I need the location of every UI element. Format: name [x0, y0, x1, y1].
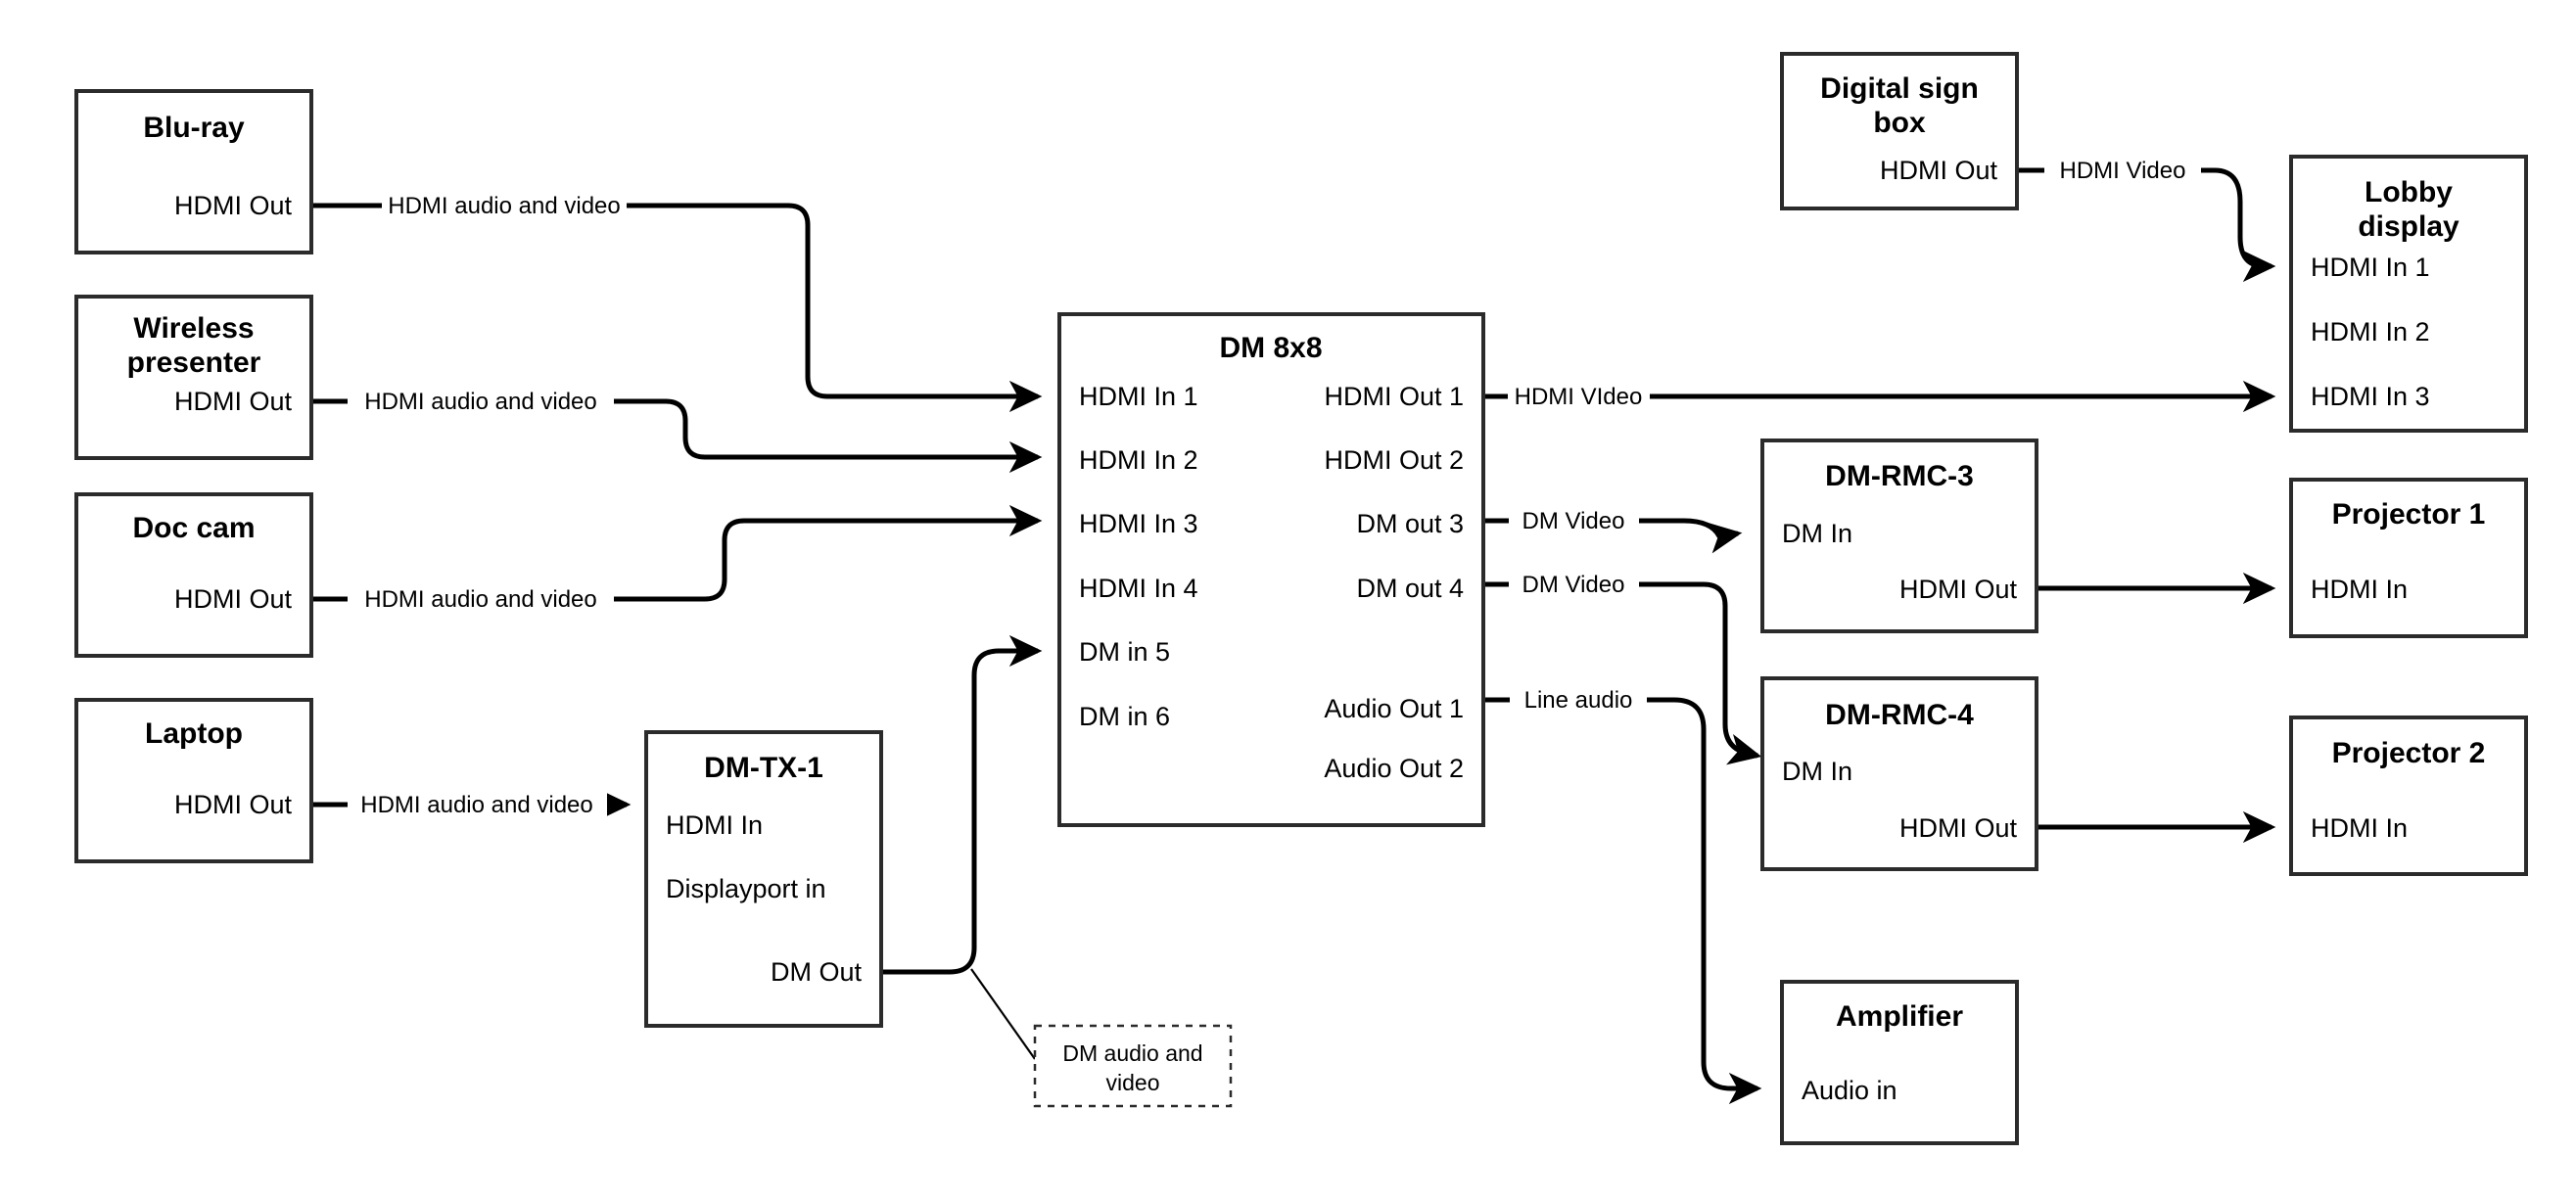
device-dm-rmc-4[interactable]: DM-RMC-4 DM In HDMI Out [1760, 676, 2038, 871]
dm-rmc-3-dm-in-port: DM In [1782, 519, 1852, 548]
projector-1-hdmi-in-port: HDMI In [2311, 575, 2408, 604]
dm-rmc-3-hdmi-out-port: HDMI Out [1899, 575, 2018, 604]
edge-label-doccam-text: HDMI audio and video [364, 586, 596, 613]
dm-8x8-input-dm-in-5: DM in 5 [1079, 637, 1170, 667]
dm-8x8-input-hdmi-in-4: HDMI In 4 [1079, 574, 1198, 603]
wire-dmtx1-to-dm8x8 [881, 634, 1043, 975]
doc-cam-title: Doc cam [132, 512, 255, 544]
callout-leader-line [970, 968, 1036, 1060]
edge-label-bluray-to-dm8x8: HDMI audio and video [382, 186, 627, 221]
edge-label-bluray-text: HDMI audio and video [388, 193, 620, 219]
wireless-presenter-hdmi-out-port: HDMI Out [174, 387, 293, 416]
edge-label-dm8x8-to-lobby: HDMI VIdeo [1508, 377, 1650, 412]
device-laptop[interactable]: Laptop HDMI Out [74, 698, 313, 863]
dm-8x8-input-dm-in-6: DM in 6 [1079, 702, 1170, 731]
edge-label-hdmi-video-sign-text: HDMI Video [2060, 158, 2186, 184]
wire-doccam-to-dm8x8 [311, 504, 1043, 602]
edge-label-line-audio-text: Line audio [1524, 687, 1633, 714]
dm-tx-1-displayport-in-port: Displayport in [666, 874, 826, 903]
amplifier-title: Amplifier [1836, 1000, 1963, 1033]
edge-label-hdmi-video-lobby-text: HDMI VIdeo [1515, 384, 1643, 410]
callout-dm-audio-video-line1: DM audio and [1062, 1040, 1202, 1066]
lobby-display-title-line2: display [2358, 210, 2459, 243]
dm-8x8-output-dm-out-4: DM out 4 [1356, 574, 1464, 603]
wire-dm8x8-dmout4-to-rmc4 [1483, 581, 1762, 765]
dm-8x8-output-hdmi-out-2: HDMI Out 2 [1324, 445, 1464, 475]
digital-sign-box-title-line1: Digital sign [1820, 72, 1979, 105]
edge-label-dm8x8-to-rmc4: DM Video [1509, 565, 1639, 600]
dm-rmc-4-dm-in-port: DM In [1782, 757, 1852, 786]
dm-8x8-input-hdmi-in-3: HDMI In 3 [1079, 509, 1198, 538]
device-wireless-presenter[interactable]: Wireless presenter HDMI Out [74, 295, 313, 460]
device-dm-rmc-3[interactable]: DM-RMC-3 DM In HDMI Out [1760, 439, 2038, 633]
device-projector-1[interactable]: Projector 1 HDMI In [2289, 478, 2528, 638]
dm-rmc-4-hdmi-out-port: HDMI Out [1899, 813, 2018, 843]
device-amplifier[interactable]: Amplifier Audio in [1780, 980, 2019, 1145]
edge-label-dm8x8-to-rmc3: DM Video [1509, 501, 1639, 536]
wire-wireless-to-dm8x8 [311, 398, 1043, 474]
bluray-hdmi-out-port: HDMI Out [174, 191, 293, 220]
edge-label-dm-video-rmc4-text: DM Video [1522, 572, 1625, 598]
device-bluray[interactable]: Blu-ray HDMI Out [74, 89, 313, 254]
amplifier-audio-in-port: Audio in [1802, 1076, 1897, 1105]
lobby-display-title-line1: Lobby [2365, 176, 2453, 208]
edge-label-dm8x8-to-amplifier: Line audio [1510, 680, 1647, 716]
callout-dm-audio-video-line2: video [1106, 1070, 1160, 1095]
lobby-display-input-hdmi-in-2: HDMI In 2 [2311, 317, 2430, 346]
device-lobby-display[interactable]: Lobby display HDMI In 1 HDMI In 2 HDMI I… [2289, 155, 2528, 433]
lobby-display-input-hdmi-in-1: HDMI In 1 [2311, 253, 2430, 282]
device-digital-sign-box[interactable]: Digital sign box HDMI Out [1780, 52, 2019, 210]
edge-label-wireless-to-dm8x8: HDMI audio and video [348, 382, 614, 417]
edge-label-laptop-to-dmtx1: HDMI audio and video [348, 785, 607, 820]
dm-tx-1-dm-out-port: DM Out [771, 957, 863, 987]
dm-8x8-output-audio-out-2: Audio Out 2 [1324, 754, 1464, 783]
wire-bluray-to-dm8x8 [311, 203, 1043, 413]
callout-dm-audio-and-video: DM audio and video [1033, 1024, 1233, 1108]
projector-2-hdmi-in-port: HDMI In [2311, 813, 2408, 843]
wire-dm8x8-audioout1-to-amplifier [1483, 697, 1762, 1105]
digital-sign-box-title-line2: box [1873, 107, 1926, 139]
dm-8x8-input-hdmi-in-1: HDMI In 1 [1079, 382, 1198, 411]
lobby-display-input-hdmi-in-3: HDMI In 3 [2311, 382, 2430, 411]
laptop-title: Laptop [145, 717, 243, 750]
wireless-presenter-title-line2: presenter [127, 346, 261, 379]
wireless-presenter-title-line1: Wireless [133, 312, 254, 345]
edge-label-laptop-text: HDMI audio and video [360, 792, 592, 818]
dm-8x8-output-dm-out-3: DM out 3 [1356, 509, 1464, 538]
dm-8x8-output-hdmi-out-1: HDMI Out 1 [1324, 382, 1464, 411]
dm-tx-1-title: DM-TX-1 [704, 752, 823, 784]
wire-signbox-to-lobby [2017, 167, 2276, 283]
bluray-title: Blu-ray [143, 112, 245, 144]
dm-8x8-input-hdmi-in-2: HDMI In 2 [1079, 445, 1198, 475]
digital-sign-box-hdmi-out-port: HDMI Out [1880, 156, 1998, 185]
projector-2-title: Projector 2 [2332, 737, 2486, 769]
dm-8x8-title: DM 8x8 [1219, 332, 1322, 364]
dm-tx-1-hdmi-in-port: HDMI In [666, 810, 763, 840]
device-projector-2[interactable]: Projector 2 HDMI In [2289, 716, 2528, 876]
edge-label-doccam-to-dm8x8: HDMI audio and video [348, 579, 614, 615]
edge-label-wireless-text: HDMI audio and video [364, 389, 596, 415]
projector-1-title: Projector 1 [2332, 498, 2486, 531]
dm-rmc-3-title: DM-RMC-3 [1825, 460, 1974, 492]
edge-label-dm-video-rmc3-text: DM Video [1522, 508, 1625, 534]
dm-rmc-4-title: DM-RMC-4 [1825, 699, 1974, 731]
device-doc-cam[interactable]: Doc cam HDMI Out [74, 492, 313, 658]
edge-label-signbox-to-lobby: HDMI Video [2044, 151, 2201, 186]
dm-8x8-output-audio-out-1: Audio Out 1 [1324, 694, 1464, 723]
laptop-hdmi-out-port: HDMI Out [174, 790, 293, 819]
doc-cam-hdmi-out-port: HDMI Out [174, 584, 293, 614]
wire-dm8x8-dmout3-to-rmc3 [1483, 518, 1743, 554]
device-dm-8x8[interactable]: DM 8x8 HDMI In 1 HDMI In 2 HDMI In 3 HDM… [1057, 312, 1485, 827]
device-dm-tx-1[interactable]: DM-TX-1 HDMI In Displayport in DM Out [644, 730, 883, 1028]
